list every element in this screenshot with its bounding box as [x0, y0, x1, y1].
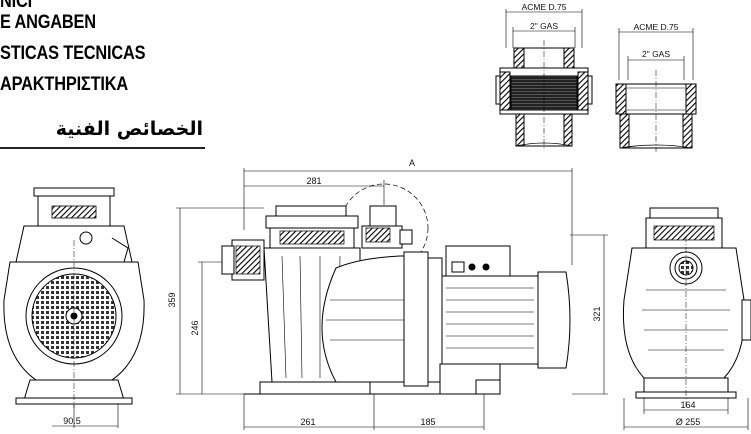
pump-side-view	[176, 168, 608, 430]
fitting-detail-left	[495, 9, 593, 150]
spec-title-german: E ANGABEN	[0, 12, 96, 33]
pump-rear-view	[622, 207, 751, 430]
title-underline	[0, 147, 205, 149]
dim-front-offset: 90.5	[63, 416, 81, 426]
fitting-detail-right	[615, 28, 697, 152]
dim-motor-height: 321	[592, 306, 602, 321]
dim-base-left: 261	[300, 417, 315, 427]
fitting-left-outer-label: ACME D.75	[522, 2, 567, 12]
fitting-right-outer-label: ACME D.75	[634, 22, 679, 32]
spec-title-spanish: STICAS TECNICAS	[0, 43, 146, 64]
dim-overall-length: A	[409, 158, 415, 168]
pump-front-view	[3, 187, 145, 428]
spec-title-italian: NICI	[0, 0, 32, 12]
dim-rear-diameter: Ø 255	[676, 417, 701, 427]
dim-inlet-to-pump: 281	[306, 176, 321, 186]
dim-rear-base: 164	[680, 400, 695, 410]
spec-title-greek: ΑΡΑΚΤΗΡΙΣΤΙΚΑ	[0, 74, 129, 95]
fitting-left-inner-label: 2" GAS	[530, 21, 558, 31]
spec-title-arabic: الخصائص الفنية	[55, 118, 203, 140]
dim-base-right: 185	[420, 417, 435, 427]
fitting-right-inner-label: 2" GAS	[642, 49, 670, 59]
dim-inlet-height: 246	[190, 320, 200, 335]
dim-total-height: 359	[167, 292, 177, 307]
